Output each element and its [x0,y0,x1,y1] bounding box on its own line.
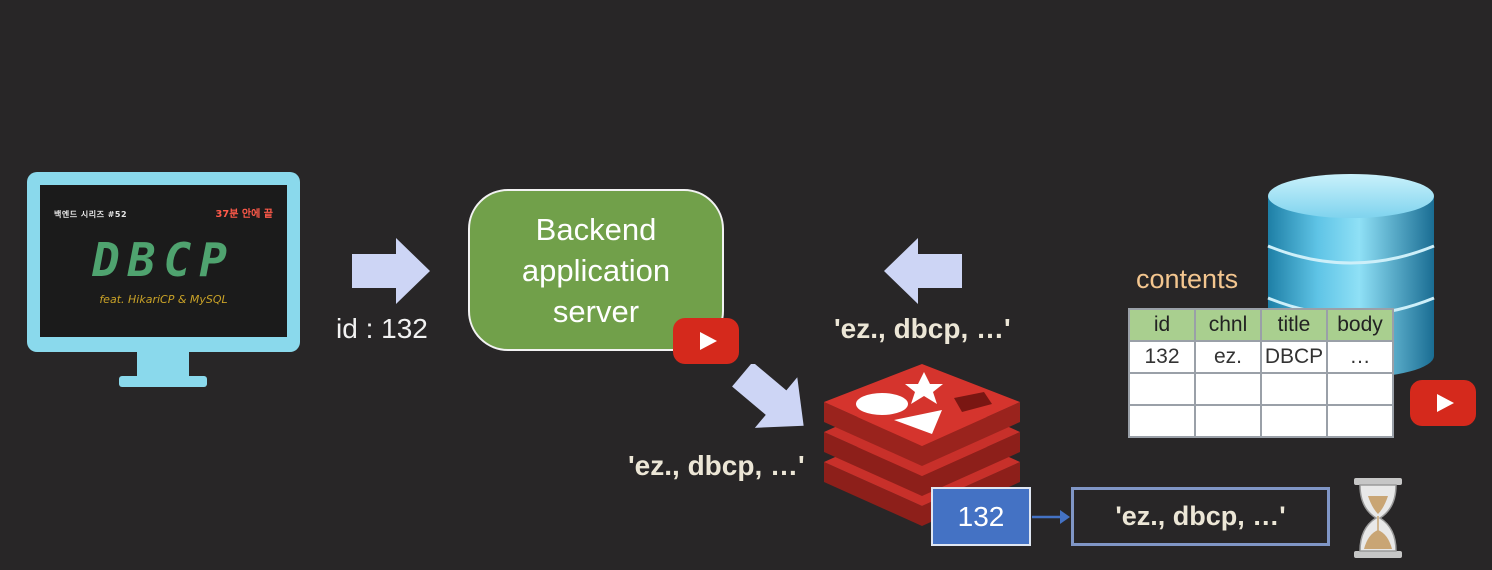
video-subtitle: feat. HikariCP & MySQL [99,293,228,306]
youtube-icon [1410,380,1476,426]
monitor-frame: 백엔드 시리즈 #52 37분 안에 끝 DBCP feat. HikariCP… [27,172,300,352]
cache-write-arrow-icon [732,364,814,436]
table-row: 132 ez. DBCP … [1128,340,1394,374]
table-cell [1194,372,1262,406]
backend-line-1: Backend [535,211,657,247]
table-cell [1260,404,1328,438]
video-duration-label: 37분 안에 끝 [215,209,273,220]
table-cell: … [1326,340,1394,374]
youtube-icon [673,318,739,364]
table-cell [1260,372,1328,406]
table-cell [1128,404,1196,438]
monitor-stand [137,352,189,380]
request-arrow-icon [352,238,432,304]
table-cell: 132 [1128,340,1196,374]
hourglass-icon [1350,478,1406,562]
client-monitor-icon: 백엔드 시리즈 #52 37분 안에 끝 DBCP feat. HikariCP… [27,172,300,387]
backend-server-box: Backend application server [468,189,724,351]
video-series-label: 백엔드 시리즈 #52 [54,210,128,219]
table-name-label: contents [1136,264,1239,294]
table-cell [1128,372,1196,406]
column-header: body [1326,308,1394,342]
table-header-row: id chnl title body [1128,308,1394,342]
table-row [1128,372,1394,406]
cache-write-label: 'ez., dbcp, …' [628,450,805,481]
table-row [1128,404,1394,438]
cache-key-box: 132 [931,487,1031,546]
backend-line-3: server [552,293,640,329]
column-header: id [1128,308,1196,342]
contents-table: id chnl title body 132 ez. DBCP … [1128,308,1394,438]
column-header: title [1260,308,1328,342]
backend-line-2: application [521,252,671,288]
table-cell [1326,404,1394,438]
db-response-label: 'ez., dbcp, …' [834,313,1011,344]
cache-value-box: 'ez., dbcp, …' [1071,487,1330,546]
table-cell: DBCP [1260,340,1328,374]
monitor-base [119,376,207,387]
key-value-arrow-icon [1032,508,1072,530]
table-cell [1194,404,1262,438]
response-arrow-icon [884,238,962,304]
redis-cache-icon [824,364,1020,538]
table-cell: ez. [1194,340,1262,374]
column-header: chnl [1194,308,1262,342]
monitor-screen: 백엔드 시리즈 #52 37분 안에 끝 DBCP feat. HikariCP… [40,185,287,337]
table-cell [1326,372,1394,406]
request-label: id : 132 [336,313,428,344]
video-title: DBCP [92,233,235,287]
